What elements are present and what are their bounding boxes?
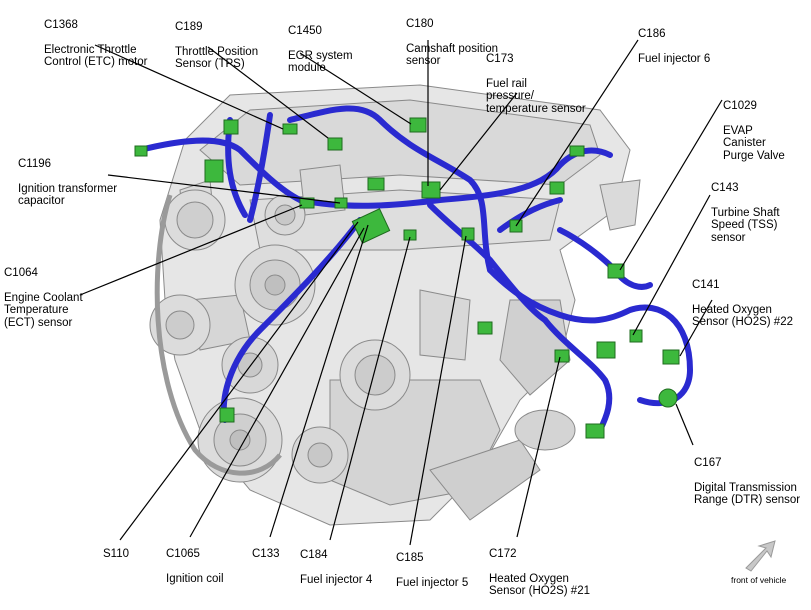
callout-c173-text: Fuel rail pressure/ temperature sensor: [486, 77, 586, 115]
callout-c1065: C1065 Ignition coil: [166, 535, 224, 598]
callout-c141-code: C141: [692, 278, 720, 291]
callout-c1064-text: Engine Coolant Temperature (ECT) sensor: [4, 291, 83, 329]
callout-c189-text: Throttle Position Sensor (TPS): [175, 45, 259, 71]
callout-c184: C184 Fuel injector 4: [300, 536, 372, 599]
callout-c1450-code: C1450: [288, 24, 322, 37]
callout-c1064: C1064 Engine Coolant Temperature (ECT) s…: [4, 254, 83, 342]
engine-illustration: [149, 84, 641, 526]
front-of-vehicle-arrow-icon: [745, 540, 776, 572]
callout-c1196-text: Ignition transformer capacitor: [18, 182, 118, 208]
callout-c1196: C1196 Ignition transformer capacitor: [18, 145, 117, 220]
callout-c1368-code: C1368: [44, 18, 78, 31]
engine-harness-diagram: [79, 39, 776, 572]
callout-c1065-code: C1065: [166, 547, 200, 560]
callout-c1064-code: C1064: [4, 266, 38, 279]
callout-c180-code: C180: [406, 17, 434, 30]
callout-c1029: C1029 EVAP Canister Purge Valve: [723, 87, 785, 175]
callout-c184-code: C184: [300, 548, 328, 561]
callout-c1450: C1450 EGR system module: [288, 12, 353, 87]
callout-c167-code: C167: [694, 456, 722, 469]
callout-c184-text: Fuel injector 4: [300, 573, 373, 586]
wiring-harness: [137, 105, 693, 433]
callout-c172-code: C172: [489, 547, 517, 560]
callout-c180-text: Camshaft position sensor: [406, 42, 499, 68]
harness-connectors: [134, 117, 680, 439]
callout-c172: C172 Heated Oxygen Sensor (HO2S) #21: [489, 535, 590, 610]
callout-c1368: C1368 Electronic Throttle Control (ETC) …: [44, 6, 148, 81]
callout-c180: C180 Camshaft position sensor: [406, 5, 498, 80]
callout-c141: C141 Heated Oxygen Sensor (HO2S) #22: [692, 266, 793, 341]
callout-c185-text: Fuel injector 5: [396, 576, 469, 589]
callout-c133-code: C133: [252, 547, 280, 560]
callout-c1029-code: C1029: [723, 99, 757, 112]
callout-c1368-text: Electronic Throttle Control (ETC) motor: [44, 43, 148, 69]
callout-c186: C186 Fuel injector 6: [638, 15, 710, 78]
callout-c189: C189 Throttle Position Sensor (TPS): [175, 8, 258, 83]
callout-c185-code: C185: [396, 551, 424, 564]
front-of-vehicle-label: front of vehicle: [731, 575, 787, 585]
callout-c143-text: Turbine Shaft Speed (TSS) sensor: [711, 206, 780, 244]
callout-c186-text: Fuel injector 6: [638, 52, 711, 65]
callout-c143: C143 Turbine Shaft Speed (TSS) sensor: [711, 169, 780, 257]
callout-c172-text: Heated Oxygen Sensor (HO2S) #21: [489, 572, 590, 598]
callout-c167: C167 Digital Transmission Range (DTR) se…: [694, 444, 800, 519]
callout-c185: C185 Fuel injector 5: [396, 539, 468, 602]
callout-c143-code: C143: [711, 181, 739, 194]
callout-s110: S110: [103, 535, 129, 573]
leader-lines: [79, 39, 723, 546]
callout-c1450-text: EGR system module: [288, 49, 353, 75]
callout-c173: C173 Fuel rail pressure/ temperature sen…: [486, 40, 586, 128]
callout-c167-text: Digital Transmission Range (DTR) sensor: [694, 481, 801, 507]
callout-c1029-text: EVAP Canister Purge Valve: [723, 124, 785, 162]
callout-c1065-text: Ignition coil: [166, 572, 224, 585]
callout-s110-code: S110: [103, 547, 130, 560]
callout-c186-code: C186: [638, 27, 666, 40]
callout-c173-code: C173: [486, 52, 514, 65]
callout-c133: C133: [252, 535, 280, 573]
callout-c189-code: C189: [175, 20, 203, 33]
callout-c141-text: Heated Oxygen Sensor (HO2S) #22: [692, 303, 793, 329]
callout-c1196-code: C1196: [18, 157, 52, 170]
